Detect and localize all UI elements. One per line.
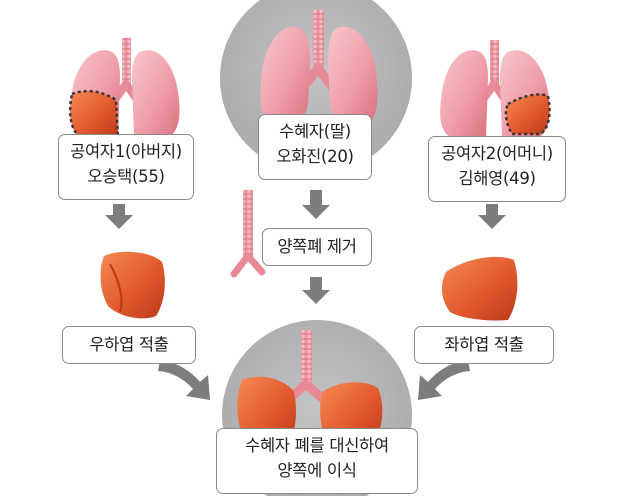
donor-mother-name: 김해영(49) xyxy=(458,169,536,188)
arrow-down-remove xyxy=(302,277,330,304)
mother-lungs-icon xyxy=(440,40,551,138)
recipient-title: 수혜자(딸) xyxy=(279,122,351,141)
donor-father-name: 오승택(55) xyxy=(87,167,165,186)
left-lobe-piece-icon xyxy=(441,256,518,321)
father-lungs-icon xyxy=(68,38,180,140)
arrow-curve-right-lobe xyxy=(158,360,210,400)
right-lobe-label: 우하엽 적출 xyxy=(62,326,196,364)
result-line-1: 수혜자 폐를 대신하여 xyxy=(245,436,389,455)
arrow-down-mother xyxy=(478,204,506,229)
recipient-name: 오화진(20) xyxy=(276,147,354,166)
donor-mother-title: 공여자2(어머니) xyxy=(441,144,553,163)
arrow-down-recipient xyxy=(302,190,330,219)
remove-lungs-text: 양쪽폐 제거 xyxy=(277,237,357,256)
remove-lungs-label: 양쪽폐 제거 xyxy=(262,228,372,266)
donor-father-label: 공여자1(아버지) 오승택(55) xyxy=(58,134,194,200)
right-lobe-text: 우하엽 적출 xyxy=(89,335,169,354)
father-right-lower-lobe xyxy=(68,89,120,140)
recipient-lungs-icon xyxy=(260,10,378,126)
mother-left-lower-lobe xyxy=(504,93,551,136)
donor-father-title: 공여자1(아버지) xyxy=(70,142,182,161)
right-lobe-piece-icon xyxy=(100,251,165,319)
donor-mother-label: 공여자2(어머니) 김해영(49) xyxy=(428,136,566,202)
result-line-2: 양쪽에 이식 xyxy=(277,461,357,480)
arrow-down-father xyxy=(105,204,133,229)
left-lobe-label: 좌하엽 적출 xyxy=(414,326,554,364)
left-lobe-text: 좌하엽 적출 xyxy=(444,335,524,354)
arrow-curve-left-lobe xyxy=(418,360,470,400)
recipient-label: 수혜자(딸) 오화진(20) xyxy=(258,114,372,180)
right-lobe-fold xyxy=(109,263,123,313)
removed-trachea-icon xyxy=(230,190,266,278)
result-label: 수혜자 폐를 대신하여 양쪽에 이식 xyxy=(216,428,418,494)
